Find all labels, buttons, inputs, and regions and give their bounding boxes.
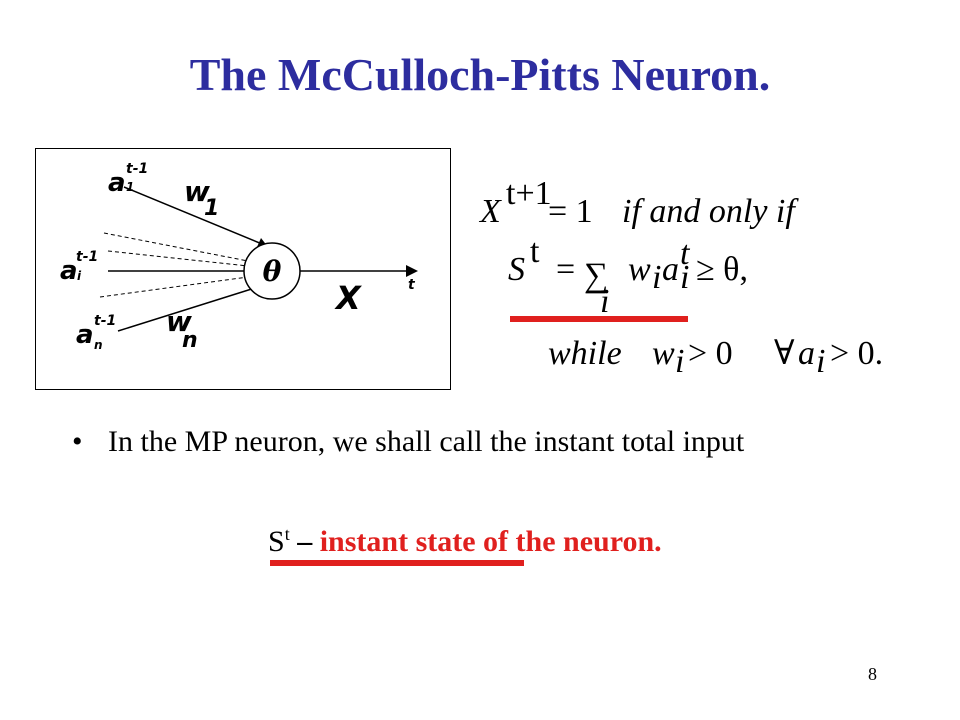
weight-label-w1-sub: 1 — [204, 196, 219, 221]
page-number: 8 — [868, 664, 877, 684]
output-label-x-sup: t — [408, 277, 416, 293]
dashed-input-upper-2 — [107, 250, 249, 267]
weight-label-wn-sub: n — [182, 328, 198, 353]
formula-rel: ≥ θ, — [696, 251, 748, 288]
weight-label-w1: w — [184, 175, 210, 208]
slide-title: The McCulloch-Pitts Neuron. — [189, 49, 771, 100]
output-arrowhead — [406, 265, 418, 277]
formula-a-sup: t — [680, 235, 691, 272]
formula-sum: ∑ — [584, 257, 608, 294]
threshold-symbol: θ — [263, 255, 282, 288]
input-label-an: a — [76, 320, 94, 350]
state-dash: – — [297, 525, 313, 558]
formula-wi: w — [652, 335, 675, 372]
formula-forall: ∀ — [774, 335, 795, 372]
formula-a: a — [662, 251, 679, 288]
formula-while: while — [548, 335, 622, 372]
input-arrow-n — [117, 286, 259, 332]
formula-sum-index: i — [600, 283, 609, 320]
input-label-a1: a — [108, 168, 126, 198]
formula-eq-2: = — [556, 251, 575, 288]
state-definition: St – instant state of the neuron. — [268, 524, 662, 559]
weight-label-wn: w — [166, 305, 192, 338]
bullet-dot: • — [72, 425, 83, 458]
formula-ai: a — [798, 335, 815, 372]
formula-wi-sub: i — [675, 343, 684, 380]
input-label-ai-sup: t-1 — [76, 249, 98, 265]
formula-ai-rel: > 0. — [830, 335, 883, 372]
formula-x-sup: t+1 — [506, 180, 552, 212]
state-symbol-sup: t — [284, 524, 290, 544]
formula-svg: X t+1 = 1 if and only if S t = ∑ i w i a… — [478, 180, 883, 380]
state-symbol: S — [268, 525, 285, 558]
formula-condition: if and only if — [622, 193, 799, 230]
input-label-ai-sub: i — [77, 269, 82, 283]
formula-wi-rel: > 0 — [688, 335, 733, 372]
input-label-a1-sub: 1 — [126, 180, 134, 194]
input-label-a1-sup: t-1 — [126, 161, 148, 177]
input-arrow-1 — [123, 186, 263, 245]
state-description: instant state of the neuron. — [319, 525, 662, 558]
dashed-input-upper — [103, 232, 249, 262]
dashed-input-lower — [99, 276, 249, 298]
state-red-underline — [270, 560, 524, 566]
formula-eq-1: = 1 — [548, 193, 593, 230]
bullet-text: In the MP neuron, we shall call the inst… — [108, 425, 745, 458]
formula-w-sub: i — [652, 259, 661, 296]
input-label-an-sup: t-1 — [94, 313, 116, 329]
formula-x: X — [478, 193, 502, 230]
input-label-an-sub: n — [94, 338, 103, 352]
input-label-ai: a — [60, 256, 78, 286]
formula-s-sup: t — [530, 233, 540, 270]
neuron-diagram: θ a t-1 1 a t-1 i a t-1 n w 1 w n X t — [35, 148, 451, 390]
formula-a-sub: i — [680, 259, 689, 296]
formula-ai-sub: i — [816, 343, 825, 380]
formula-s: S — [508, 251, 525, 288]
output-label-x: X — [334, 279, 362, 317]
formula-block: X t+1 = 1 if and only if S t = ∑ i w i a… — [468, 180, 928, 380]
formula-w: w — [628, 251, 651, 288]
formula-red-underline — [510, 316, 688, 322]
neuron-diagram-svg: θ a t-1 1 a t-1 i a t-1 n w 1 w n X t — [60, 161, 418, 353]
